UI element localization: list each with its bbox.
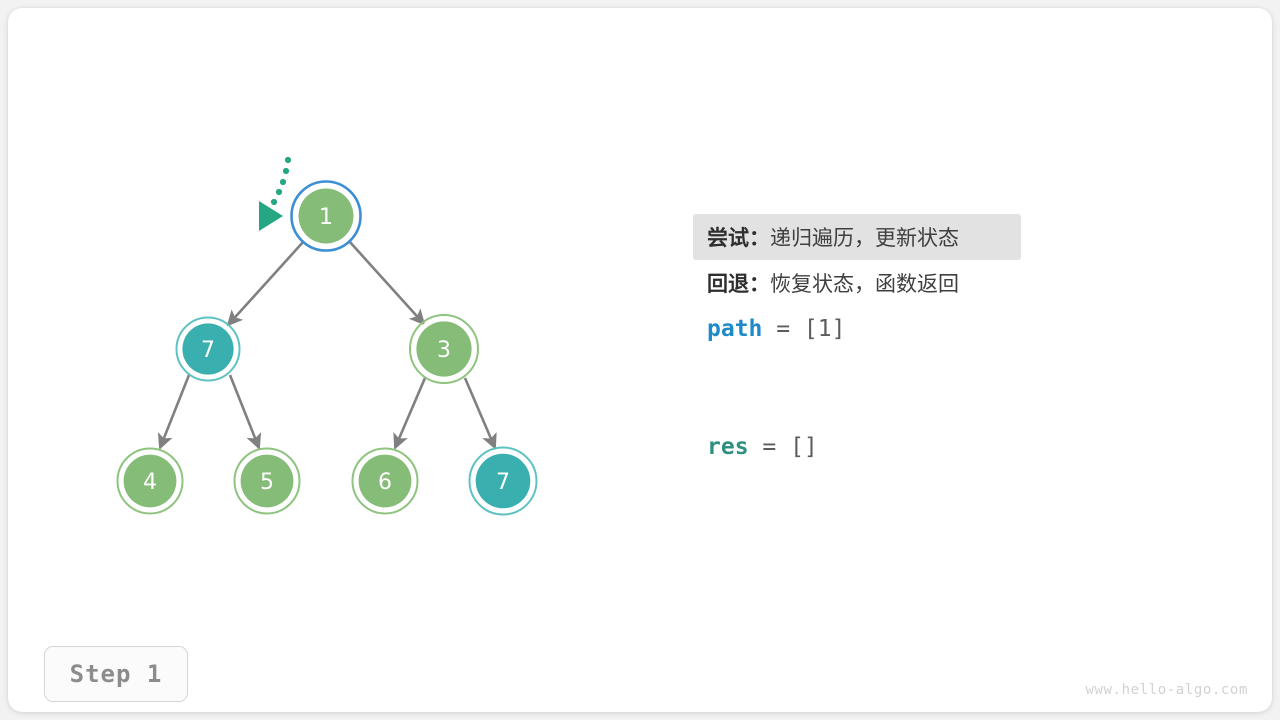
state-panel: 尝试：递归遍历，更新状态 回退：恢复状态，函数返回 path = [1] res…	[693, 214, 1173, 470]
tree-node-4[interactable]: 4	[116, 447, 184, 515]
path-value: = [1]	[762, 316, 846, 342]
tree-node-6[interactable]: 6	[351, 447, 419, 515]
pointer-arrowhead	[259, 201, 283, 231]
node-highlight-ring	[290, 180, 362, 252]
node-white-gap	[236, 450, 298, 512]
node-circle	[298, 188, 354, 244]
attempt-text: 尝试：递归遍历，更新状态	[707, 222, 959, 252]
pointer-dot	[284, 156, 292, 164]
backtrack-lead: 回退：	[707, 272, 770, 296]
pointer-dot	[275, 188, 283, 196]
pointer-dot	[279, 178, 287, 186]
pointer-dot	[282, 167, 290, 175]
edge-3-to-6	[393, 377, 427, 450]
node-outer-ring	[116, 447, 184, 515]
backtrack-body: 恢复状态，函数返回	[770, 272, 959, 296]
node-label: 1	[319, 205, 333, 230]
node-label: 7	[496, 470, 510, 495]
tree-node-7-left[interactable]: 7	[175, 316, 241, 382]
node-circle	[475, 453, 531, 509]
node-outer-ring	[175, 316, 241, 382]
node-white-gap	[119, 450, 181, 512]
node-outer-ring	[233, 447, 301, 515]
tree-node-3[interactable]: 3	[409, 314, 479, 384]
path-variable: path	[707, 316, 763, 342]
node-white-gap	[178, 319, 239, 380]
panel-row-attempt: 尝试：递归遍历，更新状态	[693, 214, 1021, 260]
node-circle	[416, 321, 472, 377]
edge-7-to-5	[228, 374, 262, 450]
tree-node-1[interactable]: 1	[290, 180, 362, 252]
res-variable: res	[707, 434, 749, 460]
edge-3-to-7	[463, 377, 497, 450]
pointer-dot	[270, 198, 278, 206]
node-circle	[123, 454, 177, 508]
node-label: 3	[437, 338, 451, 363]
node-outer-ring	[351, 447, 419, 515]
res-value: = []	[748, 434, 818, 460]
edge-7-to-4	[157, 374, 191, 450]
code-row-res: res = []	[693, 424, 1173, 470]
node-label: 4	[143, 470, 157, 495]
attempt-lead: 尝试：	[707, 226, 770, 250]
panel-row-backtrack: 回退：恢复状态，函数返回	[693, 260, 1173, 306]
node-label: 7	[201, 338, 215, 363]
step-badge: Step 1	[44, 646, 188, 702]
backtrack-text: 回退：恢复状态，函数返回	[707, 268, 959, 298]
node-outer-ring	[468, 446, 538, 516]
node-outer-ring	[409, 314, 479, 384]
node-white-gap	[354, 450, 416, 512]
node-white-gap	[411, 316, 477, 382]
node-white-gap	[471, 449, 535, 513]
tree-edges	[157, 240, 497, 450]
tree-node-5[interactable]: 5	[233, 447, 301, 515]
tree-node-7-right[interactable]: 7	[468, 446, 538, 516]
binary-tree-diagram: 1 7 3 4	[116, 156, 538, 516]
node-circle	[182, 323, 234, 375]
recursion-pointer	[259, 156, 292, 231]
code-row-path: path = [1]	[693, 306, 1173, 352]
edge-1-to-7	[226, 240, 305, 327]
node-white-gap	[293, 183, 359, 249]
node-circle	[358, 454, 412, 508]
content-card: 1 7 3 4	[8, 8, 1272, 712]
node-label: 5	[260, 470, 274, 495]
node-circle	[240, 454, 294, 508]
watermark: www.hello-algo.com	[1085, 682, 1248, 698]
attempt-body: 递归遍历，更新状态	[770, 226, 959, 250]
panel-spacer	[693, 352, 1173, 424]
node-label: 6	[378, 470, 392, 495]
edge-1-to-3	[348, 240, 426, 326]
